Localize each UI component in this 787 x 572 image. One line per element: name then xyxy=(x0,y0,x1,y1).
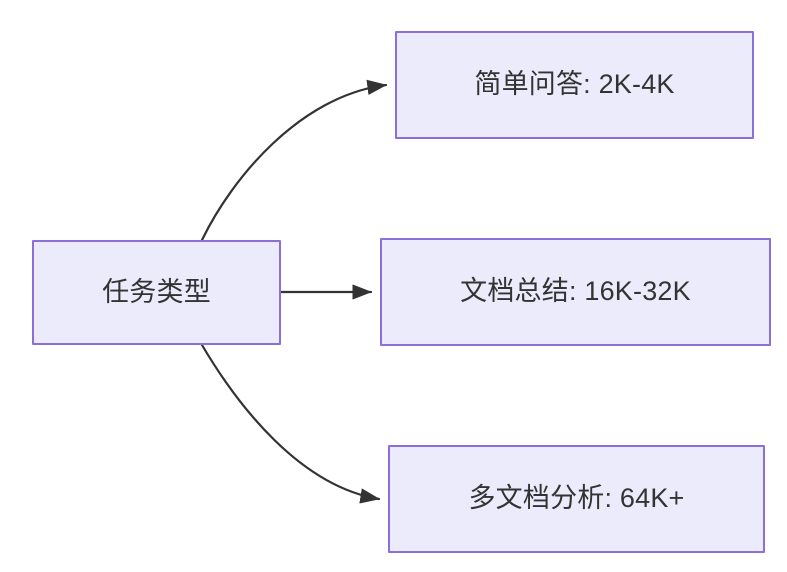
node-task-type-label: 任务类型 xyxy=(102,276,211,307)
node-multi-doc[interactable]: 多文档分析: 64K+ xyxy=(388,445,765,553)
edge-source-to-multi-doc xyxy=(200,343,381,504)
node-doc-summary-label: 文档总结: 16K-32K xyxy=(460,276,691,307)
node-simple-qa[interactable]: 简单问答: 2K-4K xyxy=(395,31,754,139)
node-simple-qa-label: 简单问答: 2K-4K xyxy=(474,69,675,100)
node-task-type[interactable]: 任务类型 xyxy=(32,240,281,345)
edge-source-to-simple-qa xyxy=(200,79,388,242)
node-doc-summary[interactable]: 文档总结: 16K-32K xyxy=(380,238,771,346)
node-multi-doc-label: 多文档分析: 64K+ xyxy=(468,483,685,514)
